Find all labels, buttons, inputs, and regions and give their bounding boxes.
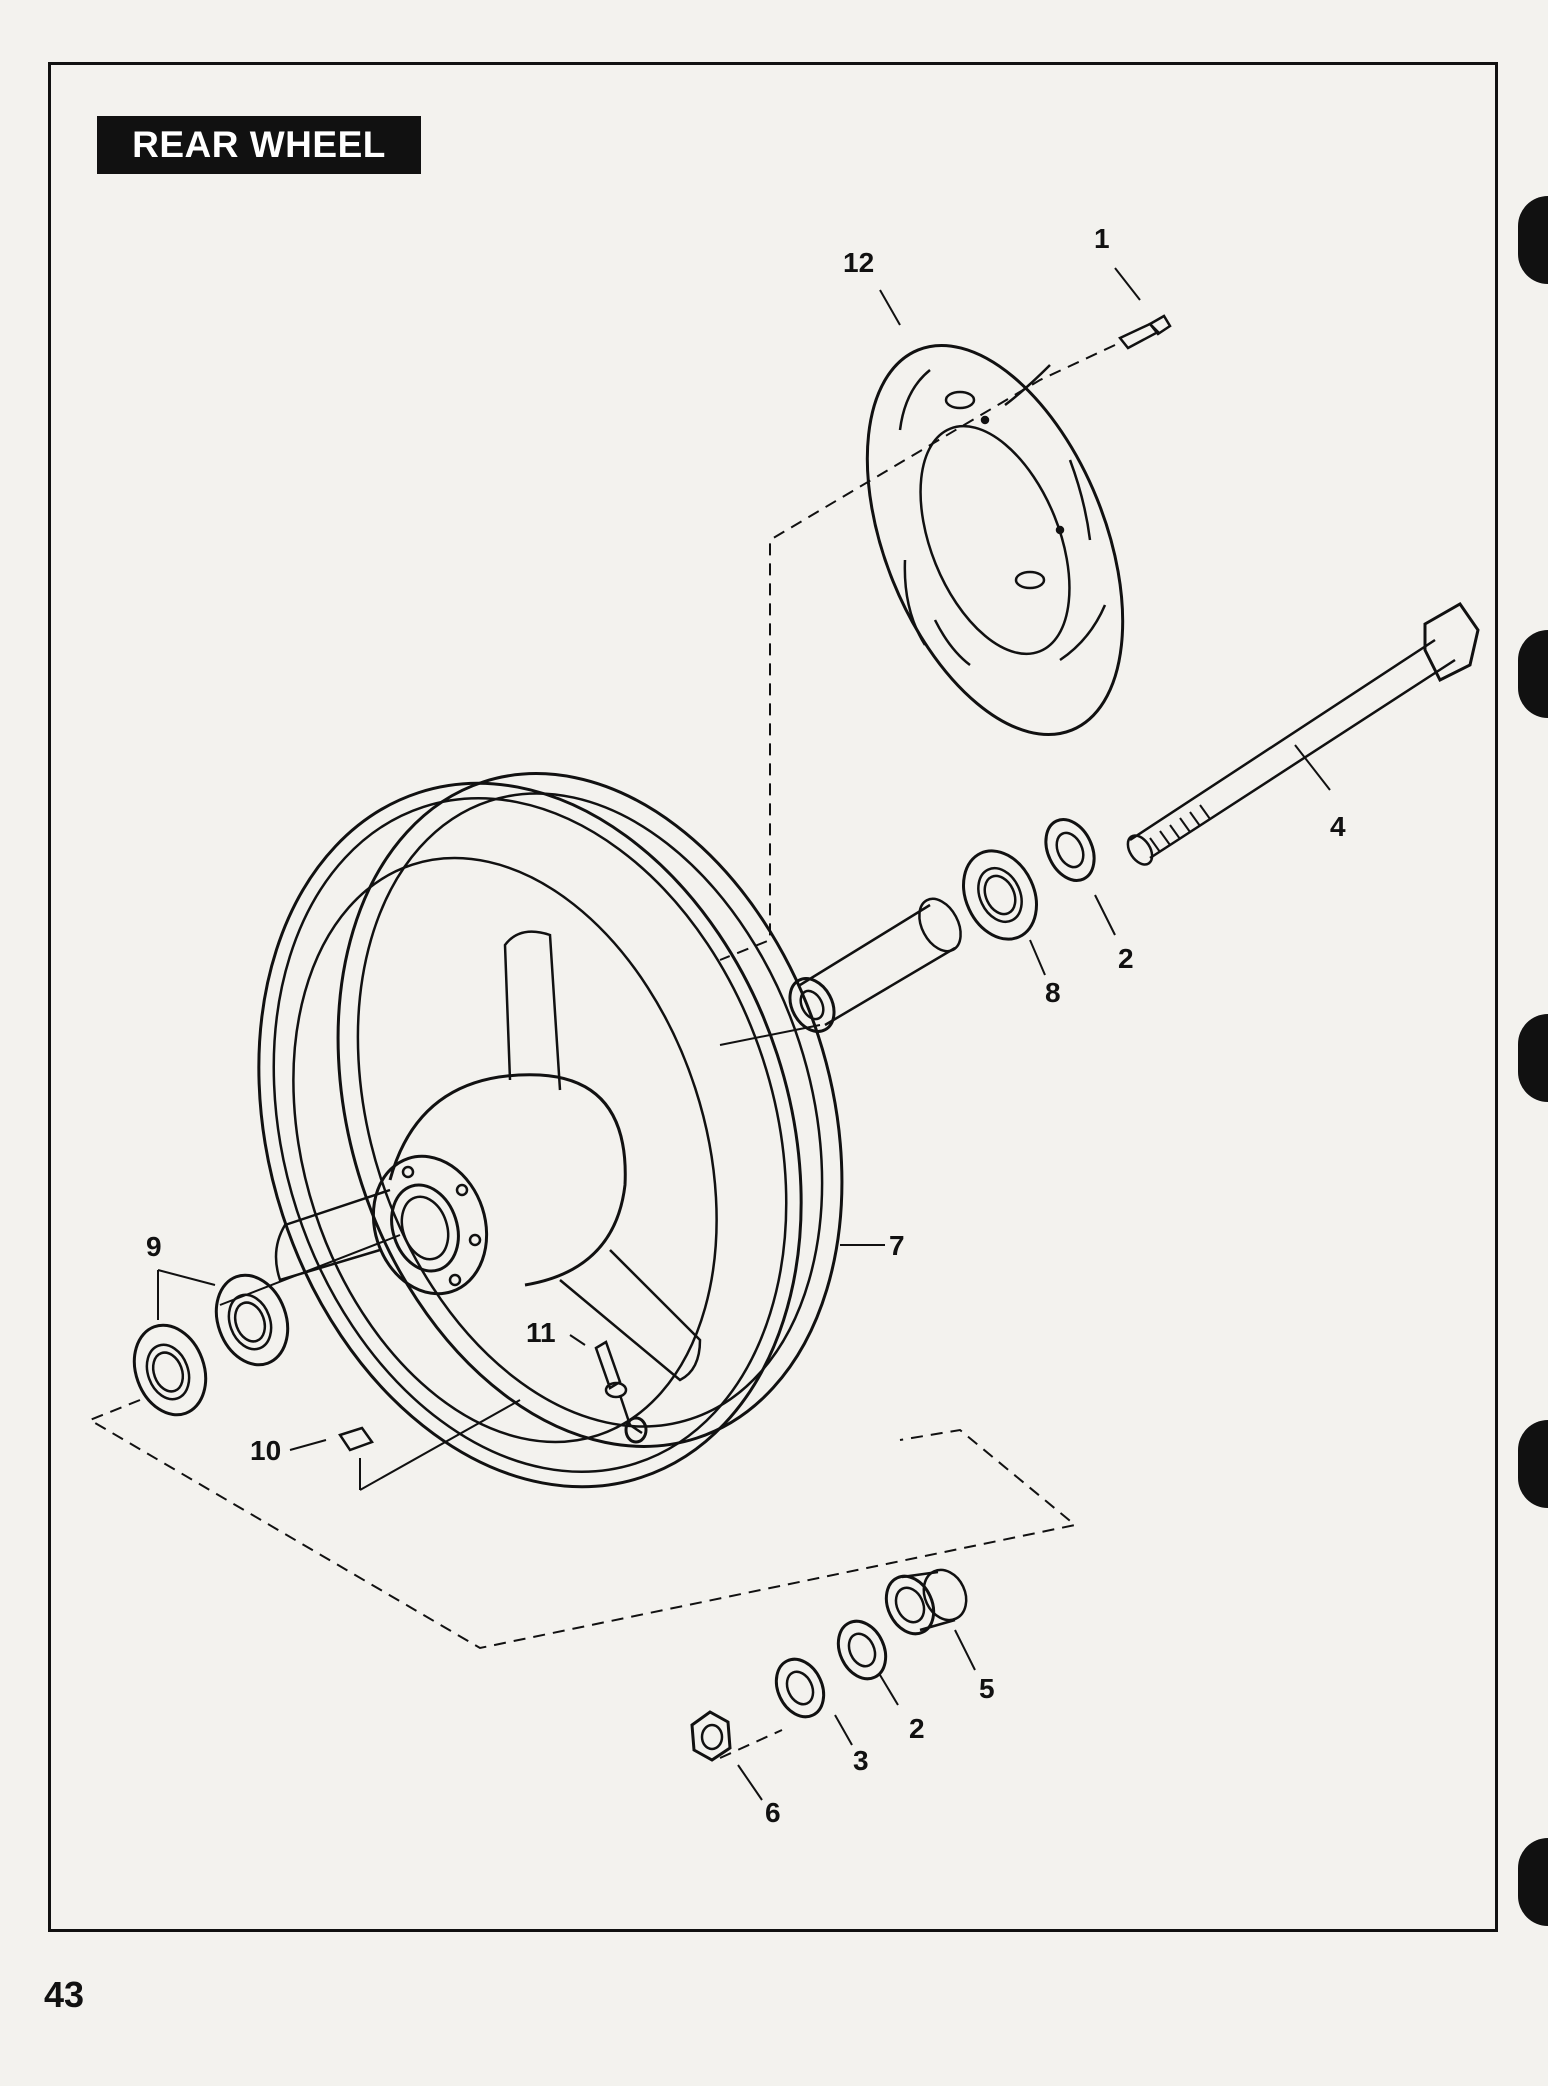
balance-weight [338, 1426, 374, 1452]
bearing-left-inner [214, 1273, 290, 1367]
page-number: 43 [44, 1974, 85, 2015]
callout-5: 5 [979, 1673, 995, 1704]
callout-4: 4 [1330, 811, 1346, 842]
rotor-screw [1118, 314, 1172, 350]
washer-lower [836, 1619, 888, 1681]
bearing-right [962, 849, 1038, 941]
callout-7: 7 [889, 1230, 905, 1261]
bearing-left-outer [132, 1323, 208, 1417]
callout-2-upper: 2 [1118, 943, 1134, 974]
wheel [257, 772, 844, 1489]
brake-rotor [865, 344, 1125, 736]
axle [1126, 602, 1480, 866]
washer-upper [1044, 818, 1096, 882]
index-tab [1518, 1420, 1548, 1508]
valve-stem [594, 1340, 648, 1444]
callout-11: 11 [526, 1317, 556, 1348]
page-title: REAR WHEEL [97, 116, 421, 174]
callout-6: 6 [765, 1797, 781, 1828]
index-tab [1518, 1014, 1548, 1102]
axle-nut [690, 1710, 732, 1762]
callout-12: 12 [843, 247, 874, 278]
assembly-lines [87, 344, 1116, 1759]
callout-9: 9 [146, 1231, 162, 1262]
index-tab [1518, 1838, 1548, 1926]
callout-2-lower: 2 [909, 1713, 925, 1744]
leader-lines [157, 267, 1331, 1801]
spacer-lower [884, 1568, 968, 1636]
callout-10: 10 [250, 1435, 281, 1466]
index-tab [1518, 630, 1548, 718]
callout-8: 8 [1045, 977, 1061, 1008]
index-tab [1518, 196, 1548, 284]
diagram-frame [48, 62, 1498, 1932]
spacer-sleeve [788, 897, 962, 1033]
callout-3: 3 [853, 1745, 869, 1776]
lock-washer [774, 1657, 826, 1719]
callout-1: 1 [1094, 223, 1110, 254]
